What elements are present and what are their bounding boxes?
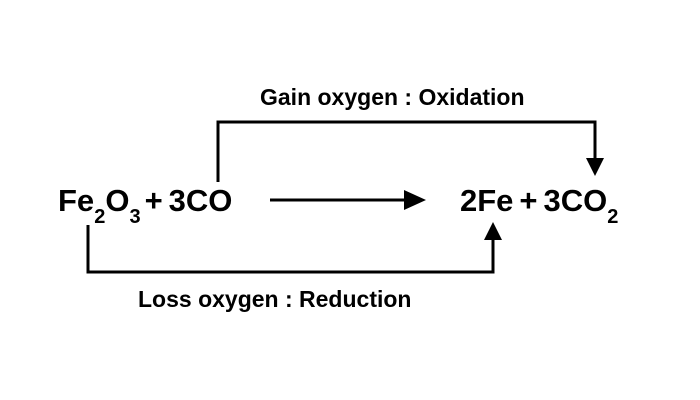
oxidation-bracket: [216, 120, 597, 182]
plus-sign: +: [145, 183, 163, 218]
oxidation-label: Gain oxygen : Oxidation: [260, 84, 525, 110]
reduction-arrowhead-icon: [484, 222, 502, 240]
reduction-label: Loss oxygen : Reduction: [138, 286, 411, 312]
reactants: Fe2O3+3CO: [58, 183, 232, 228]
o-symbol: O: [105, 183, 129, 218]
products: 2Fe+3CO2: [460, 183, 618, 228]
fe-subscript: 2: [94, 206, 105, 228]
co2-subscript: 2: [607, 206, 618, 228]
fe-symbol: Fe: [58, 183, 94, 218]
co2-product: 3CO: [544, 183, 608, 218]
o-subscript: 3: [129, 206, 140, 228]
reaction-arrowhead-icon: [404, 190, 426, 210]
fe-product: 2Fe: [460, 183, 513, 218]
reduction-bracket: [86, 225, 495, 274]
oxidation-arrowhead-icon: [586, 158, 604, 176]
co-reactant: 3CO: [169, 183, 233, 218]
plus-sign-product: +: [519, 183, 537, 218]
